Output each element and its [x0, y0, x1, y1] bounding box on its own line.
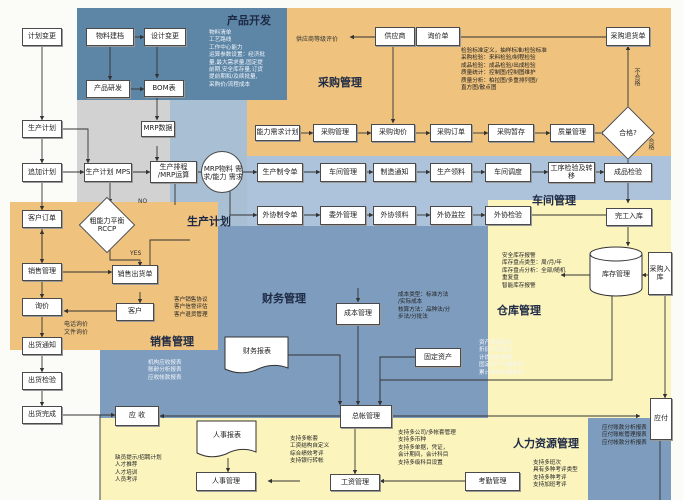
box-outbound-inspection[interactable]: 出货检验 [22, 372, 62, 390]
note-sales-analysis: 机构应收报表 账龄分析报表 应收帐款报表 [148, 360, 182, 381]
box-completion-inbound[interactable]: 完工入库 [606, 208, 652, 226]
box-workshop-mgmt[interactable]: 车间管理 [320, 163, 366, 182]
box-sales-shipping[interactable]: 销售出货单 [112, 265, 158, 284]
box-outsource-mgmt[interactable]: 委外管理 [320, 206, 366, 225]
box-cost-mgmt[interactable]: 成本管理 [336, 303, 380, 325]
note-customer: 客户销售协议 客户信誉评估 客户退货管理 [174, 297, 208, 318]
box-production-schedule[interactable]: 生产排程 /MRP运算 [150, 161, 197, 183]
label-finance: 财务管理 [262, 292, 306, 305]
label-hr: 人力资源管理 [513, 437, 579, 450]
label-sales: 销售管理 [150, 335, 194, 348]
diamond-rccp-label: 粗能力平衡RCCP [89, 216, 125, 233]
label-phone-inquiry: 电话询价 文件询价 [64, 321, 89, 336]
label-product-dev: 产品开发 [227, 14, 271, 27]
label-production-plan: 生产计划 [187, 215, 231, 228]
diamond-qualified-label: 合格? [619, 128, 637, 137]
box-purchase-receipt[interactable]: 采购暂存 [488, 124, 534, 142]
finance-report-doc [224, 336, 289, 374]
label-supplier-eval: 供应商等级评价 [296, 36, 339, 43]
box-outsource-monitor[interactable]: 外协监控 [430, 206, 472, 225]
box-purchase-inquiry[interactable]: 采购询价 [371, 124, 415, 142]
note-attendance: 支持多班次 具有多种考评类型 支持多种考评 支持加班考评 [533, 460, 578, 489]
box-outsource-picking[interactable]: 外协领料 [373, 206, 416, 225]
box-inquiry[interactable]: 询价 [22, 298, 62, 316]
box-production-plan-mps[interactable]: 生产计划 MPS [84, 163, 132, 182]
finance-report-label: 财务报表 [243, 346, 271, 355]
hr-report-label: 人事报表 [213, 430, 241, 439]
note-product-dev: 物料清单 工艺路线 工作中心能力 运算参数设置：经济批 量,最大需求量,固定提 … [209, 30, 265, 88]
box-workshop-dispatch[interactable]: 车间调度 [485, 163, 531, 182]
box-purchase-inbound[interactable]: 采购入库 [648, 252, 672, 295]
box-general-ledger[interactable]: 总帐管理 [340, 405, 392, 428]
diamond-mrp-calc-label: MRP物料 需求/能力 需求 [203, 164, 243, 181]
hr-report-doc [196, 420, 257, 458]
box-production-plan[interactable]: 生产计划 [22, 120, 62, 138]
box-payroll-mgmt[interactable]: 工资管理 [330, 474, 380, 491]
note-warehouse: 安全库存报警 库存盘点类型：周/月/年 库存盘点分析：全部/随机 重复盘 智能库… [502, 253, 566, 289]
box-inquiry-form[interactable]: 询价单 [416, 27, 460, 46]
note-payroll: 支持多帐套 工资结构自定义 综合绩效考评 支持银行转帐 [290, 436, 330, 465]
note-ledger-support: 支持多公司/多帐套管理 支持多币种 支持多单据，凭证， 会计期间，会计科目 支持… [398, 430, 456, 466]
box-quality-mgmt[interactable]: 质量管理 [550, 124, 594, 142]
box-design-change[interactable]: 设计变更 [144, 28, 186, 46]
box-plan-change[interactable]: 计划变更 [22, 28, 62, 46]
box-purchase-mgmt[interactable]: 采购管理 [313, 124, 357, 142]
label-purchasing: 采购管理 [318, 76, 362, 89]
note-purchasing: 检验标准定义，抽样标准/检验标准 采购检验：来料检验/制程检验 成品检验：成品检… [461, 48, 547, 91]
note-hr-left: 缺员提示/招聘计划 人才推荐 人才培训 人员考评 [115, 455, 162, 484]
box-outsource-inspection[interactable]: 外协检验 [485, 206, 531, 225]
box-material-build[interactable]: 物料建档 [86, 28, 134, 46]
box-customer[interactable]: 客户 [116, 303, 154, 321]
box-customer-order[interactable]: 客户订单 [22, 210, 62, 228]
box-fixed-assets[interactable]: 固定资产 [415, 348, 461, 367]
label-warehouse: 仓库管理 [497, 304, 541, 317]
box-production-order[interactable]: 生产制令单 [257, 163, 303, 182]
box-product-research[interactable]: 产品研发 [86, 80, 130, 98]
inventory-label: 库存管理 [602, 269, 630, 278]
label-no: NO [138, 198, 148, 205]
box-finished-inspection[interactable]: 成品检验 [604, 163, 652, 182]
box-purchase-order[interactable]: 采购订单 [430, 124, 472, 142]
box-bom[interactable]: BOM表 [144, 80, 184, 97]
box-sales-mgmt[interactable]: 销售管理 [22, 263, 62, 281]
box-shipping-notice[interactable]: 出货通知 [22, 337, 62, 355]
label-workshop: 车间管理 [532, 194, 576, 207]
note-assets: 资产类别定义 折旧方法定义 计提折旧报表 固定资产对帐科目 累计折旧对帐科目 [479, 340, 524, 376]
box-capacity-req[interactable]: 能力需求计划 [255, 125, 300, 141]
label-qualified: 合格 [647, 138, 654, 150]
label-yes: YES [130, 250, 142, 257]
note-report-analysis: 应付账款分析报表 应付账帐管理报表 应付帐款分析报表 [602, 425, 647, 446]
box-supplier[interactable]: 供应商 [375, 27, 415, 46]
box-purchase-return[interactable]: 采购退货单 [606, 27, 650, 46]
box-mrp-data[interactable]: MRP数据 [141, 121, 175, 137]
box-attendance-mgmt[interactable]: 考勤管理 [465, 472, 520, 491]
box-production-picking[interactable]: 生产领料 [430, 163, 472, 182]
box-receivable[interactable]: 应 收 [115, 406, 159, 426]
inventory-cylinder-icon [589, 246, 643, 297]
box-add-plan[interactable]: 追加计划 [22, 163, 62, 182]
box-payable[interactable]: 应付 [650, 398, 672, 440]
label-unqualified: 不合格 [633, 68, 640, 86]
box-outsource-order[interactable]: 外协制令单 [257, 206, 303, 225]
box-process-transfer[interactable]: 工序检验及转移 [548, 162, 595, 183]
note-cost: 成本类型：标准方法 /实际成本 核算方法：品种法/分 步法/分批法 [398, 292, 451, 321]
box-manufacture-notice[interactable]: 制造通知 [373, 163, 416, 182]
box-hr-mgmt[interactable]: 人事管理 [196, 472, 256, 491]
box-outbound-complete[interactable]: 出货完成 [22, 406, 62, 424]
